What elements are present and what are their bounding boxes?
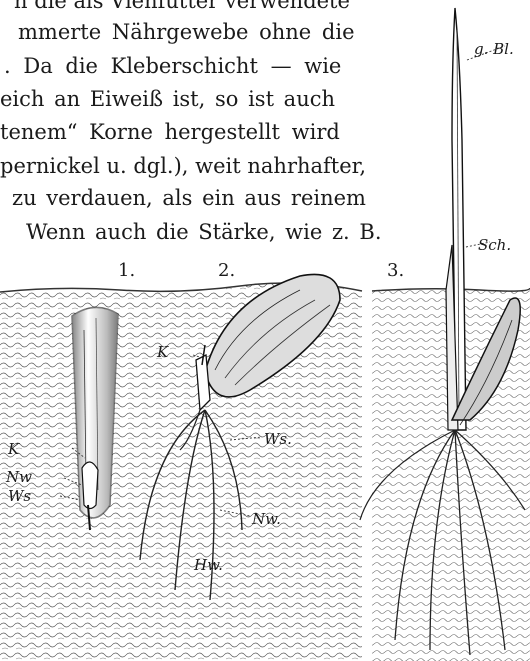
label-gbl: g. Bl. — [474, 40, 514, 58]
label-ws-fig2: Ws. — [264, 430, 292, 448]
label-hw: Hw. — [194, 556, 223, 574]
figure-number-3: 3. — [387, 260, 404, 281]
figure-1-seed — [72, 307, 118, 530]
label-k-fig1: K — [8, 440, 19, 458]
label-k-fig2: K — [157, 343, 168, 361]
figure-number-1: 1. — [118, 260, 135, 281]
label-nw-fig1: Nw — [6, 468, 32, 486]
label-sch: Sch. — [478, 236, 511, 254]
label-ws-fig1: Ws — [8, 487, 31, 505]
label-nw-fig2: Nw. — [252, 510, 281, 528]
figure-number-2: 2. — [218, 260, 235, 281]
